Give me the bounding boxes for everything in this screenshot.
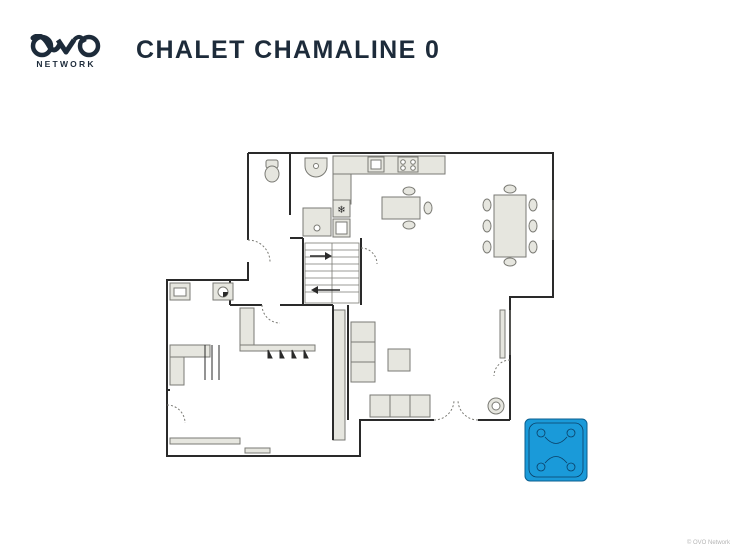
logo-wordmark: NETWORK	[36, 59, 96, 69]
brand-logo[interactable]: NETWORK	[30, 34, 102, 74]
stairs	[304, 242, 360, 304]
ski-boots-icon	[267, 349, 309, 359]
kitchen	[367, 156, 419, 173]
hall-strip-2	[332, 309, 346, 441]
counters	[169, 155, 446, 454]
laundry-icon	[332, 199, 351, 218]
shower-icon	[302, 207, 332, 237]
dining-table	[493, 194, 527, 258]
doors	[166, 239, 511, 424]
svg-text:❄: ❄	[337, 205, 345, 216]
hall-strip-1	[239, 307, 255, 349]
left-counter-top	[169, 344, 211, 358]
dining	[381, 184, 538, 267]
coffee-table	[387, 348, 411, 372]
sofa-side	[350, 321, 376, 383]
kitchen-counter	[332, 155, 446, 175]
sofa-bottom	[369, 394, 431, 418]
ovo-logo-icon	[30, 34, 101, 58]
page-title: CHALET CHAMALINE 0	[136, 36, 441, 64]
bathroom: ❄	[169, 157, 351, 301]
hot-tub	[524, 418, 588, 482]
island-table	[381, 196, 421, 220]
tv-icon	[499, 309, 506, 359]
bottom-strip	[169, 437, 241, 445]
left-room	[204, 344, 316, 380]
living-room	[350, 309, 506, 418]
header: NETWORK CHALET CHAMALINE 0	[0, 0, 740, 90]
bottom-strip-2	[244, 447, 271, 454]
copyright-text: © OVO Network	[686, 540, 730, 546]
windows	[509, 200, 554, 355]
